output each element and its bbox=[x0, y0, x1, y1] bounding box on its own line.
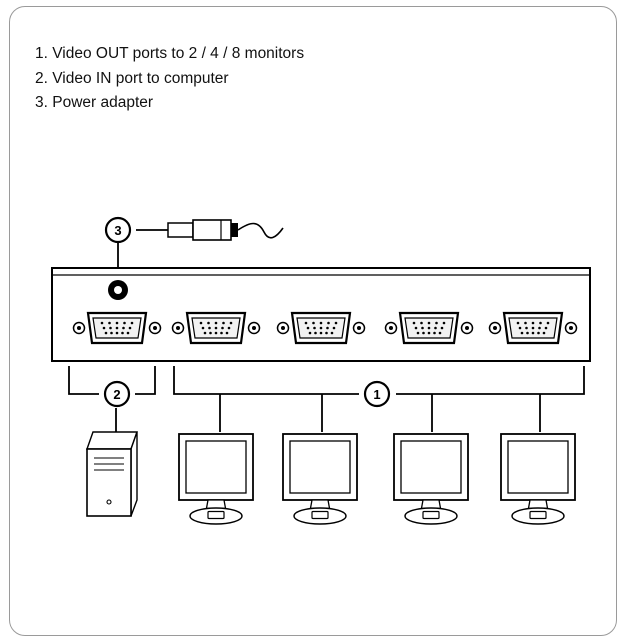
power-plug-icon bbox=[136, 219, 284, 241]
legend-item-power: 3. Power adapter bbox=[35, 94, 154, 111]
legend-item-video-in: 2. Video IN port to computer bbox=[35, 69, 229, 87]
svg-text:2: 2 bbox=[113, 387, 120, 402]
monitor-icon bbox=[282, 433, 358, 525]
video-out-bracket bbox=[173, 366, 585, 432]
monitor-icon bbox=[500, 433, 576, 525]
svg-text:3: 3 bbox=[114, 223, 121, 238]
callout-video-out: 1 bbox=[363, 380, 391, 408]
callout-video-in: 2 bbox=[103, 380, 131, 408]
svg-text:1: 1 bbox=[373, 387, 380, 402]
monitor-icon bbox=[393, 433, 469, 525]
monitor-icon bbox=[178, 433, 254, 525]
computer-tower-icon bbox=[86, 431, 138, 517]
legend-item-video-out: 1. Video OUT ports to 2 / 4 / 8 monitors bbox=[35, 45, 305, 62]
legend-list: 1. Video OUT ports to 2 / 4 / 8 monitors… bbox=[35, 42, 304, 116]
video-in-bracket bbox=[68, 366, 156, 432]
callout-power: 3 bbox=[104, 216, 132, 244]
power-jack-icon bbox=[108, 280, 128, 300]
